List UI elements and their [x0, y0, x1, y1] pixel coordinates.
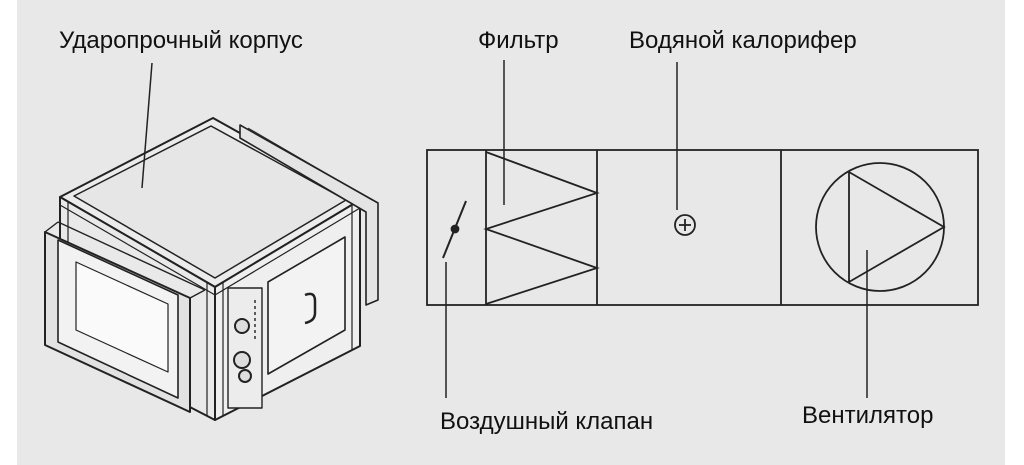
schematic-outer-box [426, 149, 979, 306]
rear-flange [239, 124, 379, 306]
damper-pivot [450, 224, 460, 234]
fan-triangle [848, 170, 946, 284]
label-heater: Водяной калорифер [629, 27, 857, 54]
housing-leader-line [141, 62, 153, 189]
label-filter: Фильтр [478, 27, 559, 54]
schematic [426, 149, 979, 306]
access-door [267, 236, 346, 375]
unit-housing-illustration [44, 117, 379, 421]
label-fan: Вентилятор [802, 402, 934, 429]
filter-pleats [483, 151, 600, 305]
heater-symbol [674, 214, 696, 236]
fan-circle [815, 162, 945, 292]
door-handle [304, 292, 317, 325]
label-housing: Ударопрочный корпус [59, 27, 303, 54]
label-damper: Воздушный клапан [440, 408, 654, 435]
control-column [227, 287, 263, 409]
